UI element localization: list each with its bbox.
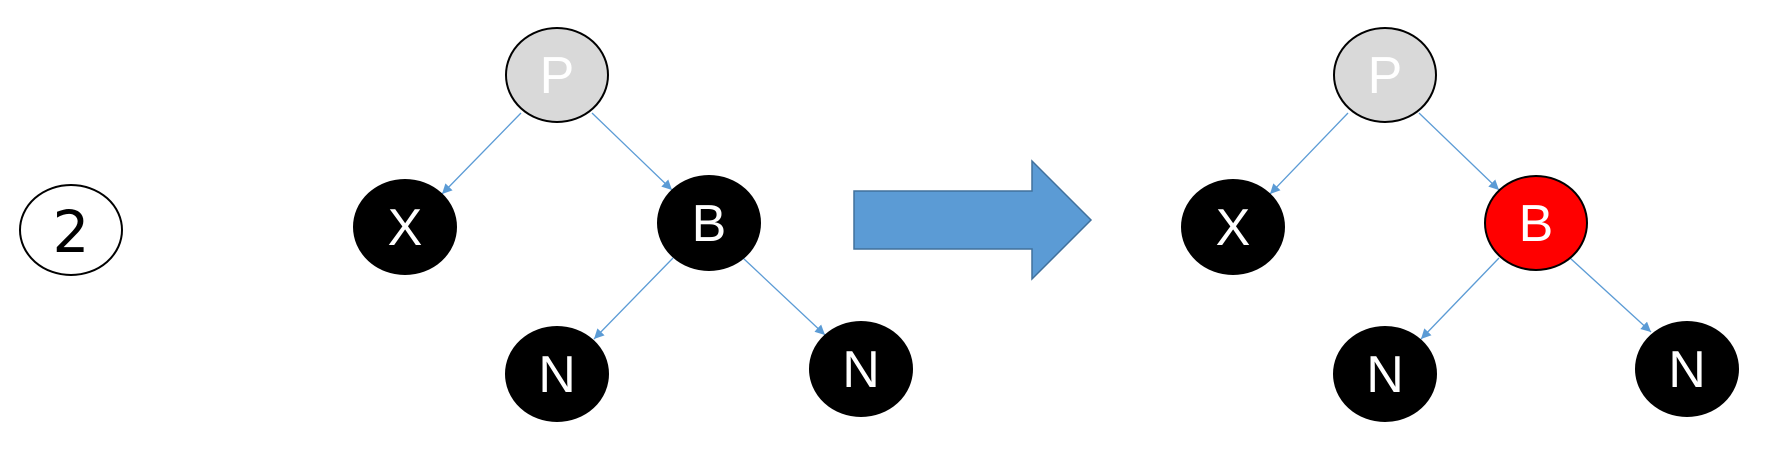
edge-parent-to-x	[441, 112, 522, 195]
node-nephew-right-label: N	[1668, 341, 1706, 399]
tree-before: P X B N N	[353, 27, 913, 422]
node-x: X	[1181, 179, 1285, 275]
node-nephew-right-circle	[1635, 321, 1739, 417]
edge-sibling-to-nephew-right	[742, 257, 826, 336]
node-x-circle	[1181, 179, 1285, 275]
node-x-label: X	[388, 199, 423, 257]
edge-parent-to-sibling	[591, 112, 673, 191]
node-sibling-circle	[1484, 175, 1588, 271]
node-sibling-circle	[657, 175, 761, 271]
node-nephew-left: N	[505, 326, 609, 422]
step-circle	[19, 184, 123, 276]
node-nephew-left-circle	[505, 326, 609, 422]
tree-after: P X B N N	[1181, 27, 1739, 422]
step-marker: 2	[19, 184, 123, 276]
node-parent: P	[1333, 27, 1437, 123]
edge-sibling-to-nephew-left	[593, 257, 674, 340]
node-sibling: B	[1484, 175, 1588, 271]
node-parent-circle	[1333, 27, 1437, 123]
edge-sibling-to-nephew-left	[1420, 257, 1500, 340]
node-sibling: B	[657, 175, 761, 271]
node-nephew-left: N	[1333, 326, 1437, 422]
node-parent-label: P	[540, 47, 575, 105]
node-nephew-right-circle	[809, 321, 913, 417]
node-sibling-label: B	[1519, 195, 1554, 253]
edge-parent-to-x	[1269, 112, 1349, 195]
node-x-circle	[353, 179, 457, 275]
node-nephew-right: N	[1635, 321, 1739, 417]
transform-arrow-icon	[853, 159, 1093, 281]
edge-sibling-to-nephew-right	[1569, 257, 1652, 333]
node-sibling-label: B	[692, 195, 727, 253]
node-nephew-left-circle	[1333, 326, 1437, 422]
node-x-label: X	[1216, 199, 1251, 257]
node-parent: P	[505, 27, 609, 123]
step-number: 2	[53, 198, 90, 266]
node-nephew-right-label: N	[842, 341, 880, 399]
node-parent-label: P	[1368, 47, 1403, 105]
node-nephew-left-label: N	[538, 346, 576, 404]
node-nephew-left-label: N	[1366, 346, 1404, 404]
node-nephew-right: N	[809, 321, 913, 417]
edge-parent-to-sibling	[1418, 112, 1500, 191]
node-parent-circle	[505, 27, 609, 123]
node-x: X	[353, 179, 457, 275]
